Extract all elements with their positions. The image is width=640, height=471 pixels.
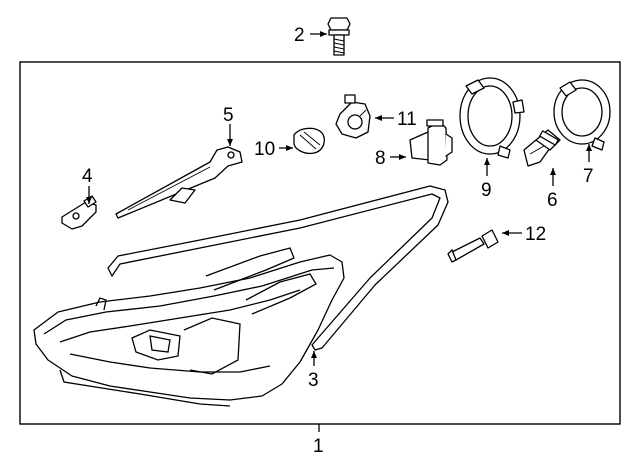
bulb-socket-part [335,94,371,139]
dust-cap-7-part [553,79,611,151]
seal-strip-part [107,185,449,351]
callout-4: 4 [82,166,93,187]
callout-8: 8 [375,148,386,169]
side-bulb-part [293,127,325,155]
callout-10: 10 [254,139,275,160]
callout-labels: 2 5 4 10 11 8 9 6 7 12 3 1 [82,25,594,457]
bolt-part [327,17,351,56]
retaining-ring-9-part [459,77,525,159]
callout-3: 3 [308,370,319,391]
headlight-bulb-6-part [523,129,561,167]
callout-6: 6 [547,190,558,211]
callout-11: 11 [397,109,417,130]
callout-9: 9 [481,180,492,201]
callout-leaders [86,31,592,432]
fastener-pin-part [447,229,499,263]
callout-1: 1 [313,436,324,457]
headlight-bulb-8-part [409,119,453,166]
callout-2: 2 [294,25,305,46]
bracket-part [115,146,243,219]
headlamp-assembly-part [33,247,345,407]
callout-5: 5 [223,105,234,126]
clip-part [61,195,97,230]
callout-12: 12 [525,224,546,245]
callout-7: 7 [583,166,594,187]
diagram-frame [19,61,621,425]
